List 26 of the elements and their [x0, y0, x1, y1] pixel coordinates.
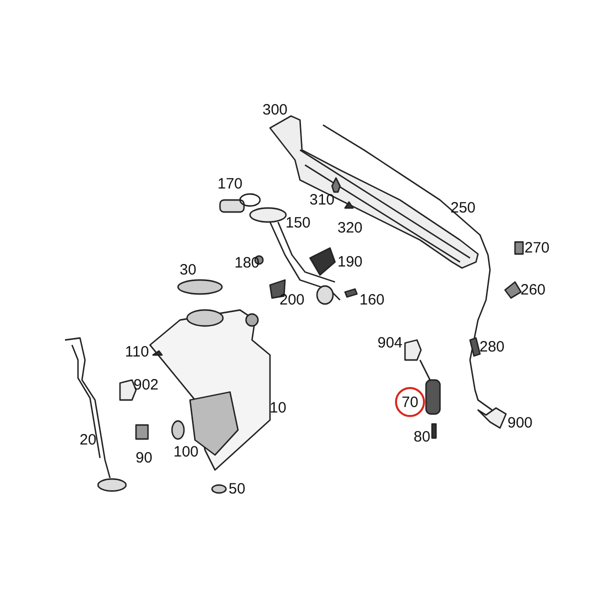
callout-number: 200 — [279, 292, 305, 308]
callout-number: 80 — [414, 430, 430, 444]
callout-number: 180 — [234, 256, 260, 270]
callout-number: 300 — [262, 102, 288, 118]
highlight-circle — [395, 387, 425, 417]
callout-number: 90 — [136, 450, 152, 466]
callout-number: 170 — [217, 176, 243, 192]
callout-number: 70 — [402, 394, 418, 410]
callout-number: 50 — [228, 482, 246, 496]
callout-number: 902 — [133, 378, 159, 392]
callout-number: 100 — [173, 444, 199, 460]
callout-number: 30 — [180, 262, 196, 278]
callout-number: 280 — [479, 340, 505, 354]
callout-number: 310 — [309, 192, 335, 208]
callout-number: 904 — [377, 336, 403, 350]
callout-number: 190 — [337, 254, 363, 270]
callout-number: 900 — [507, 416, 533, 430]
callout-number: 250 — [450, 200, 476, 216]
callout-number: 320 — [337, 220, 363, 236]
callout-number: 160 — [359, 292, 385, 308]
callout-number: 270 — [524, 240, 550, 256]
callout-number: 10 — [270, 400, 286, 416]
callout-number: 260 — [520, 282, 546, 298]
callout-number: 20 — [80, 432, 96, 448]
callout-number: 150 — [285, 216, 311, 230]
callout-number: 110 — [125, 344, 149, 360]
